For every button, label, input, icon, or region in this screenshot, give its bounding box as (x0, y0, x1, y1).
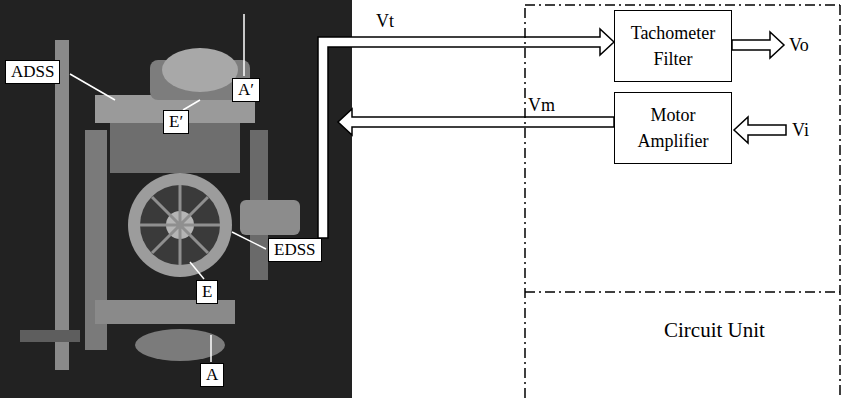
drawing-part (55, 40, 69, 370)
drawing-part (128, 173, 232, 277)
leader-lines (70, 14, 266, 362)
dash-dot-border (525, 4, 840, 6)
dash-dot-border (524, 5, 526, 398)
process-box: Motor Amplifier (614, 92, 732, 164)
node-label: A′ (238, 80, 254, 100)
drawing-part (210, 335, 212, 362)
node-label: A (206, 365, 218, 385)
drawing-part (232, 232, 266, 249)
process-box: Tachometer Filter (614, 10, 732, 82)
dash-dot-border (839, 5, 841, 398)
signal-name: Vo (789, 36, 809, 54)
drawing-part (20, 330, 80, 342)
node-label: E (202, 282, 212, 302)
photo (0, 0, 352, 398)
drawing-part (183, 100, 200, 110)
drawing-part (140, 185, 220, 265)
drawing-part (190, 262, 204, 279)
drawing-part (243, 14, 245, 76)
part-tag: ADSS (5, 60, 60, 84)
region-title: Circuit Unit (664, 318, 765, 343)
axis-tag: E′ (163, 110, 189, 134)
axis-tag: A (200, 363, 224, 387)
drawing-part (162, 48, 238, 92)
node-label: E′ (169, 112, 183, 132)
part-tag: EDSS (268, 238, 322, 262)
drawing-part (240, 200, 300, 235)
axis-tag: A′ (232, 78, 260, 102)
node-label: Tachometer Filter (623, 20, 723, 72)
drawing-part (95, 300, 235, 324)
signal-name: Vm (528, 96, 555, 114)
drawing-part (338, 109, 614, 135)
drawing-part (0, 0, 352, 398)
axis-tag: E (196, 280, 218, 304)
signal-name: Vt (376, 12, 394, 30)
dash-dot-border (525, 291, 840, 293)
drawing-part (732, 32, 784, 58)
node-label: ADSS (11, 62, 54, 82)
drawing-part (734, 117, 786, 143)
node-label: Motor Amplifier (623, 102, 723, 154)
signal-name: Vi (792, 121, 809, 139)
drawing-part (318, 29, 614, 238)
drawing-part (140, 185, 220, 265)
node-label: EDSS (274, 240, 316, 260)
drawing-part (135, 329, 225, 361)
circuit-unit-region: Circuit Unit Tachometer FilterMotor Ampli… (524, 0, 845, 398)
drawing-part (0, 0, 352, 398)
drawing-part (70, 74, 115, 100)
